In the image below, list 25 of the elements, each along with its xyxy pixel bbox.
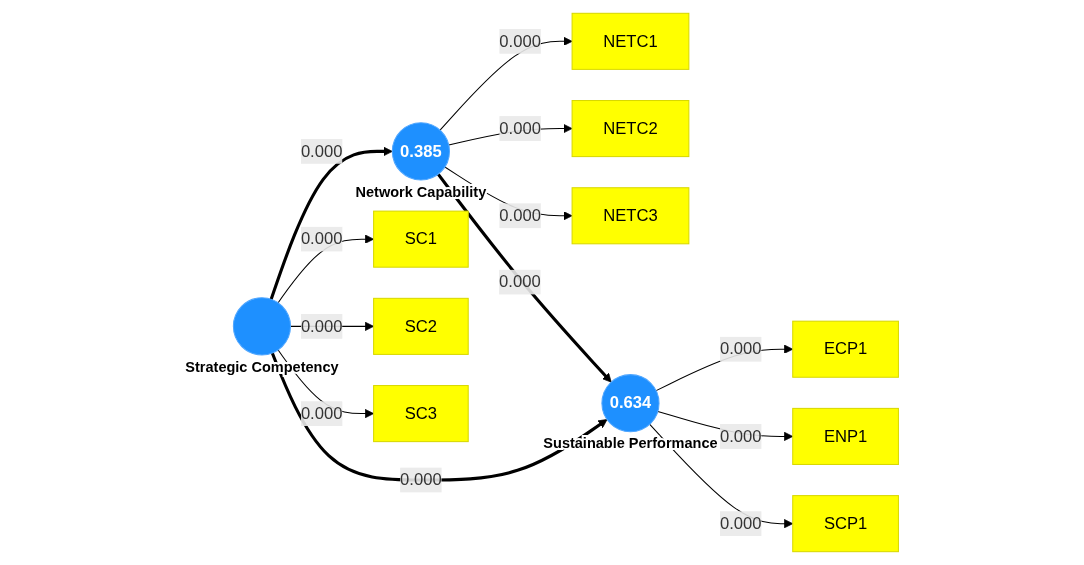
- edge-label: 0.000: [400, 470, 442, 489]
- indicator-box: ENP1: [792, 407, 900, 465]
- construct-circle: 0.634: [601, 374, 660, 433]
- edge-label: 0.000: [499, 119, 542, 137]
- indicator-box: SC3: [373, 385, 469, 443]
- indicator-box: SCP1: [792, 495, 900, 553]
- indicator-box: SC2: [373, 297, 469, 355]
- edge-label: 0.000: [301, 142, 343, 160]
- indicator-box: NETC3: [571, 187, 690, 245]
- indicator-box: NETC1: [571, 12, 690, 70]
- edge-label: 0.000: [499, 206, 542, 225]
- edge-label: 0.000: [720, 427, 762, 445]
- construct-circle: 0.385: [391, 122, 451, 181]
- arrow: [437, 173, 612, 383]
- edge-label: 0.000: [499, 272, 541, 291]
- edge-label: 0.000: [720, 339, 762, 358]
- indicator-box: SC1: [373, 210, 469, 268]
- edge-label: 0.000: [301, 229, 343, 248]
- construct-circle: [232, 297, 292, 356]
- edge-label: 0.000: [499, 32, 542, 50]
- indicator-box: NETC2: [571, 100, 690, 158]
- edge-label: 0.000: [301, 404, 343, 422]
- edge-label: 0.000: [301, 317, 343, 335]
- indicator-box: ECP1: [792, 320, 900, 378]
- edge-label: 0.000: [720, 514, 762, 532]
